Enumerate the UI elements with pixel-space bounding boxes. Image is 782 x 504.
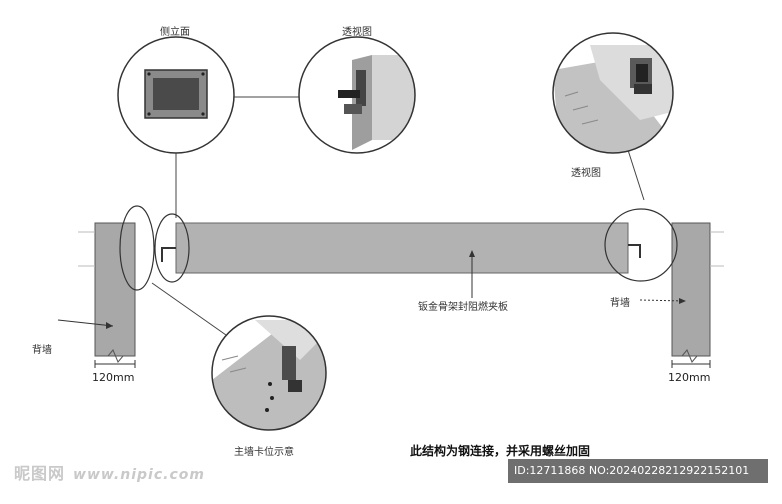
right-joint-marker — [604, 208, 678, 282]
watermark-site-url: www.nipic.com — [73, 467, 205, 483]
perspective-detail-right — [552, 32, 674, 154]
dimension-right: 120mm — [668, 371, 711, 384]
side-elevation-detail — [117, 36, 235, 154]
label-main-wall-slot: 主墙卡位示意 — [234, 447, 294, 458]
right-wall-arrow — [639, 298, 686, 304]
left-wall-arrow — [57, 319, 114, 329]
left-panel-joint-marker — [154, 213, 190, 283]
label-perspective-right: 透视图 — [571, 168, 601, 179]
dim-line-left — [94, 360, 136, 368]
dimension-left: 120mm — [92, 371, 135, 384]
label-perspective-top: 透视图 — [342, 27, 372, 38]
connection-note: 此结构为钢连接，并采用螺丝加固 — [410, 444, 591, 458]
bracket-right — [628, 244, 641, 258]
watermark-id-bar — [508, 459, 768, 483]
panel-arrow — [469, 250, 475, 298]
perspective-detail-top — [298, 36, 416, 154]
bracket-left — [161, 247, 176, 262]
right-back-wall — [671, 222, 724, 363]
label-back-wall-right: 背墙 — [610, 298, 630, 309]
label-side-elevation: 侧立面 — [160, 27, 190, 38]
main-wall-slot-detail — [211, 315, 327, 431]
leader-lines — [151, 96, 645, 336]
watermark-brand: 昵图网 www.nipic.com — [14, 460, 205, 484]
label-panel: 钣金骨架封阻燃夹板 — [418, 302, 508, 313]
watermark-site-brand: 昵图网 — [14, 464, 66, 483]
label-back-wall-left: 背墙 — [32, 345, 52, 356]
dim-line-right — [671, 360, 711, 368]
fire-board-panel — [175, 222, 629, 274]
left-wall-joint-marker — [119, 205, 155, 291]
leader-to-slot — [151, 282, 227, 336]
leader-right-detail — [627, 149, 645, 201]
watermark-image-id: ID:12711868 NO:20240228212922152101 — [514, 464, 750, 477]
left-back-wall — [78, 222, 136, 363]
